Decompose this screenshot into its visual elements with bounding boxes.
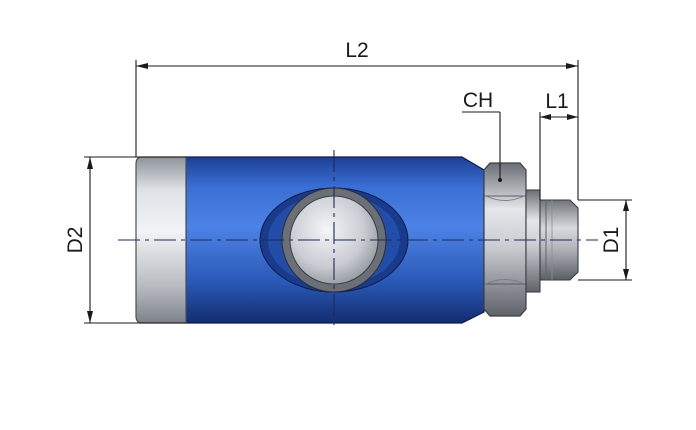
l2-label: L2 bbox=[345, 39, 368, 62]
dimension-l2: L2 bbox=[135, 39, 579, 200]
l1-label: L1 bbox=[545, 90, 568, 113]
dimension-d1: D1 bbox=[578, 199, 632, 281]
dimension-d2: D2 bbox=[64, 156, 186, 324]
ch-label: CH bbox=[463, 89, 493, 112]
dimension-l1: L1 bbox=[539, 90, 578, 200]
d2-label: D2 bbox=[64, 227, 87, 254]
d1-label: D1 bbox=[600, 227, 623, 254]
dimension-ch: CH bbox=[462, 89, 502, 182]
fitting-collar bbox=[525, 189, 541, 293]
